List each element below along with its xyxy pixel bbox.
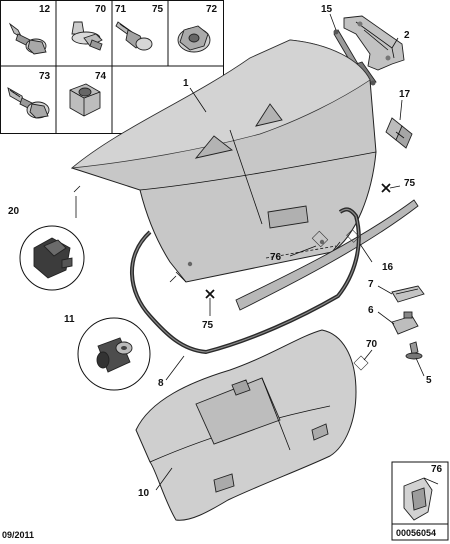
emblem-badge xyxy=(385,117,413,149)
callout-70: 70 xyxy=(366,339,378,350)
callout-76-detail: 76 xyxy=(431,464,443,475)
callout-20: 20 xyxy=(8,206,20,217)
callout-76-main: 76 xyxy=(270,252,282,263)
callout-10: 10 xyxy=(138,488,150,499)
fastener-table: 12 70 71 75 72 73 74 xyxy=(0,0,224,134)
revision-date: 09/2011 xyxy=(2,530,34,540)
diagram-code: 00056054 xyxy=(396,528,436,538)
callout-16: 16 xyxy=(382,262,394,273)
nut-flange-icon xyxy=(177,25,211,53)
callout-8: 8 xyxy=(158,378,164,389)
trim-liner xyxy=(135,329,357,521)
callout-1: 1 xyxy=(183,78,189,89)
callout-15: 15 xyxy=(321,4,333,15)
callout-7: 7 xyxy=(368,279,374,290)
cell-ref-75: 75 xyxy=(152,4,164,15)
callout-labels: 1 2 15 17 75 76 16 75 7 6 5 70 8 10 11 2… xyxy=(8,4,443,499)
callout-11: 11 xyxy=(64,314,75,325)
cell-ref-73: 73 xyxy=(39,71,51,82)
callout-5: 5 xyxy=(426,375,432,386)
number-plate-lamp xyxy=(391,285,425,303)
detail-box-76 xyxy=(391,461,449,541)
leader-lines xyxy=(73,13,425,491)
trunk-lid-panel xyxy=(70,39,377,283)
detail-circle-11 xyxy=(77,317,151,391)
cell-ref-12: 12 xyxy=(39,4,51,15)
callout-2: 2 xyxy=(404,30,410,41)
lamp-switch xyxy=(391,311,419,335)
bolt-flange-icon xyxy=(7,87,50,119)
trim-strip xyxy=(235,199,419,311)
detail-circle-20 xyxy=(19,225,85,291)
bolt-flange-icon xyxy=(8,22,47,55)
callout-75-bottom: 75 xyxy=(202,320,214,331)
callout-6: 6 xyxy=(368,305,374,316)
callout-75-top: 75 xyxy=(404,178,416,189)
screw-icon xyxy=(115,21,153,51)
hex-nut-icon xyxy=(69,83,101,117)
buffer-stop xyxy=(405,341,423,360)
weatherstrip-seal xyxy=(130,207,361,355)
callout-17: 17 xyxy=(399,89,411,100)
cell-ref-71: 71 xyxy=(115,4,127,15)
cell-ref-72: 72 xyxy=(206,4,218,15)
clip-fastener-icon xyxy=(71,21,103,51)
cell-ref-74: 74 xyxy=(95,71,107,82)
cell-ref-70: 70 xyxy=(95,4,107,15)
